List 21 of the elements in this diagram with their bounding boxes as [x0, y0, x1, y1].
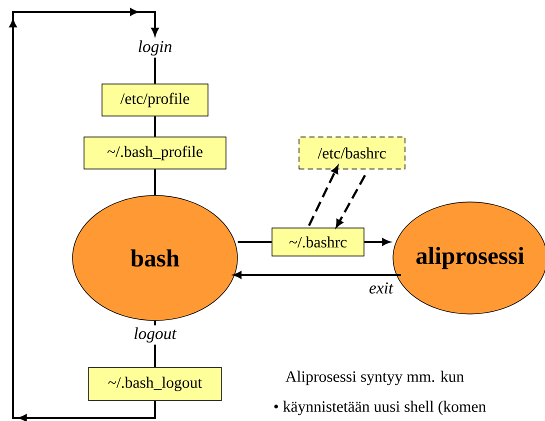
- connector-line: [154, 344, 156, 368]
- file-box: ~/.bashrc: [272, 228, 364, 256]
- connector-line: [154, 58, 156, 84]
- file-box: /etc/bashrc: [298, 136, 406, 170]
- arrow: [336, 174, 366, 228]
- edge-label: exit: [369, 282, 394, 294]
- file-box: ~/.bash_logout: [88, 367, 222, 401]
- state-label: login: [138, 40, 172, 56]
- note-text: Aliprosessi syntyy mm. kun: [286, 370, 464, 386]
- connector-line: [238, 241, 272, 243]
- file-box: /etc/profile: [102, 84, 208, 116]
- note-text: • käynnistetään uusi shell (komen: [274, 400, 486, 416]
- state-label: logout: [134, 327, 177, 343]
- connector-line: [154, 320, 156, 326]
- file-box: ~/.bash_profile: [84, 136, 226, 170]
- arrow: [308, 166, 338, 226]
- arrow: [234, 271, 401, 279]
- arrow: [9, 8, 159, 421]
- connector-line: [154, 169, 156, 196]
- connector-line: [154, 116, 156, 137]
- arrow: [364, 238, 390, 246]
